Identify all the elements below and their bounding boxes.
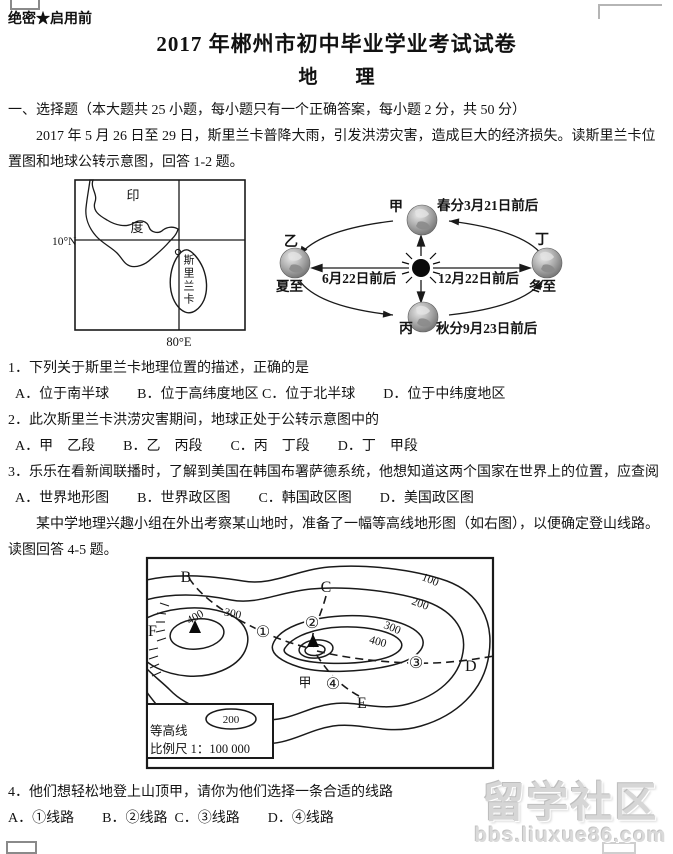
legend-contour-label: 等高线 (150, 723, 188, 738)
legend-scale-label: 比例尺 1：100 000 (150, 742, 250, 756)
route-number-2: ② (305, 615, 319, 632)
page-title: 2017 年郴州市初中毕业学业考试试卷 (156, 32, 517, 56)
contour-frame (145, 556, 495, 770)
bridge-paragraph-line-2: 读图回答 4-5 题。 (8, 543, 118, 558)
bridge-paragraph-line-1: 某中学地理兴趣小组在外出考察某山地时，准备了一幅等高线地形图（如右图），以便确定… (8, 517, 659, 532)
route-number-3: ③ (409, 655, 423, 672)
orbit-label-winter-solstice: 冬至 (529, 278, 557, 294)
elev-400-right: 400 (368, 634, 388, 650)
question-3-options: A．世界地形图 B．世界政区图 C．韩国政区图 D．美国政区图 (8, 491, 474, 506)
crop-mark-bottom-left (6, 841, 37, 854)
earth-winter-position (531, 247, 563, 279)
route-number-1: ① (256, 624, 270, 641)
question-4: 4．他们想轻松地登上山顶甲，请你为他们选择一条合适的线路 A．①线路 B．②线路… (8, 780, 668, 832)
peak-jia-label: 甲 (298, 675, 311, 690)
map-legend: 200 等高线 比例尺 1：100 000 (146, 703, 274, 759)
crop-mark-top-left (10, 0, 40, 10)
earth-orbit-svg: 甲 乙 丙 丁 春分3月21日前后 秋分9月23日前后 夏至 冬至 6月22日前… (275, 197, 563, 337)
question-1-stem: 1．下列关于斯里兰卡地理位置的描述，正确的是 (8, 361, 309, 376)
question-2-options: A．甲 乙段 B．乙 丙段 C．丙 丁段 D．丁 甲段 (8, 439, 418, 454)
route-4-path (315, 653, 360, 697)
orbit-label-spring-equinox: 春分3月21日前后 (436, 197, 539, 213)
intro-line-1: 2017 年 5 月 26 日至 29 日，斯里兰卡普降大雨，引发洪涝灾害，造成… (8, 129, 656, 144)
point-C: C (321, 579, 332, 596)
map-frame (74, 179, 246, 331)
question-1-options: A．位于南半球 B．位于高纬度地区 C．位于北半球 D．位于中纬度地区 (8, 387, 506, 402)
orbit-label-jia: 甲 (389, 199, 403, 215)
left-peak-icon (189, 620, 201, 633)
subject-title: 地 理 (298, 67, 375, 88)
contour-map-svg: 400 300 100 200 300 400 B C D E F 甲 ① ② … (145, 556, 495, 770)
elev-400-left: 400 (185, 608, 206, 627)
india-label-char2: 度 (130, 220, 143, 235)
cliff-hatching (148, 602, 170, 677)
orbit-label-december-date: 12月22日前后 (438, 270, 519, 286)
india-label-char1: 印 (126, 188, 139, 203)
questions-1-3: 1．下列关于斯里兰卡地理位置的描述，正确的是 A．位于南半球 B．位于高纬度地区… (8, 356, 668, 564)
route-1-path (188, 577, 310, 649)
point-letters: B C D E F (148, 569, 477, 712)
earth-orbit-figure: 甲 乙 丙 丁 春分3月21日前后 秋分9月23日前后 夏至 冬至 6月22日前… (268, 172, 580, 352)
route-numbers: ① ② ③ ④ (254, 613, 425, 695)
point-B: B (181, 569, 192, 586)
orbit-label-summer-solstice: 夏至 (275, 279, 303, 294)
india-coastline (85, 179, 179, 268)
intro-paragraph: 2017 年 5 月 26 日至 29 日，斯里兰卡普降大雨，引发洪涝灾害，造成… (8, 124, 668, 176)
orbit-label-june-date: 6月22日前后 (322, 270, 397, 286)
orbit-label-bing: 丙 (399, 321, 413, 337)
question-2-stem: 2．此次斯里兰卡洪涝灾害期间，地球正处于公转示意图中的 (8, 413, 379, 428)
elev-200: 200 (410, 596, 431, 613)
right-peak-icon (307, 634, 319, 647)
question-3-stem: 3．乐乐在看新闻联播时，了解到美国在韩国布署萨德系统，他想知道这两个国家在世界上… (8, 465, 659, 480)
route-number-4: ④ (326, 676, 340, 693)
orbit-label-autumn-equinox: 秋分9月23日前后 (436, 320, 538, 336)
hiking-routes (188, 577, 493, 697)
section-heading: 一、选择题（本大题共 25 小题，每小题只有一个正确答案，每小题 2 分，共 5… (8, 103, 526, 118)
orbit-label-yi: 乙 (284, 234, 298, 250)
crop-mark-top-right (598, 4, 662, 19)
earth-spring-position (406, 204, 438, 236)
legend-contour-value: 200 (223, 714, 240, 726)
elev-300-left: 300 (223, 606, 243, 621)
elev-100: 100 (420, 571, 441, 589)
question-4-options: A．①线路 B．②线路 C．③线路 D．④线路 (8, 811, 334, 826)
watermark-site-url: bbs.liuxue86.com (474, 824, 667, 847)
legend-contour-sample (205, 708, 257, 730)
question-4-stem: 4．他们想轻松地登上山顶甲，请你为他们选择一条合适的线路 (8, 785, 393, 800)
point-E: E (357, 695, 367, 712)
longitude-80E-label: 80°E (166, 335, 191, 349)
sri-lanka-map-figure: 印 度 10°N 80°E 斯里兰卡 (52, 170, 262, 355)
classification-label: 绝密★启用前 (8, 12, 92, 27)
intro-line-2: 置图和地球公转示意图，回答 1-2 题。 (8, 155, 244, 170)
route-3-path (316, 650, 493, 664)
site-watermark: 留学社区 bbs.liuxue86.com (468, 782, 673, 848)
watermark-site-name: 留学社区 (482, 779, 659, 826)
point-F: F (148, 623, 157, 640)
orbit-label-ding: 丁 (535, 233, 549, 248)
sri-lanka-map-svg: 印 度 10°N 80°E (52, 179, 246, 349)
sun-earth-arrows (310, 234, 532, 304)
latitude-10N-label: 10°N (52, 236, 77, 248)
contour-map-figure: 400 300 100 200 300 400 B C D E F 甲 ① ② … (145, 556, 497, 772)
point-D: D (465, 658, 477, 675)
earth-summer-position (279, 247, 311, 279)
sri-lanka-island-label: 斯里兰卡 (182, 254, 194, 306)
sun-icon (401, 252, 441, 284)
sri-lanka-island-outline (169, 249, 208, 314)
